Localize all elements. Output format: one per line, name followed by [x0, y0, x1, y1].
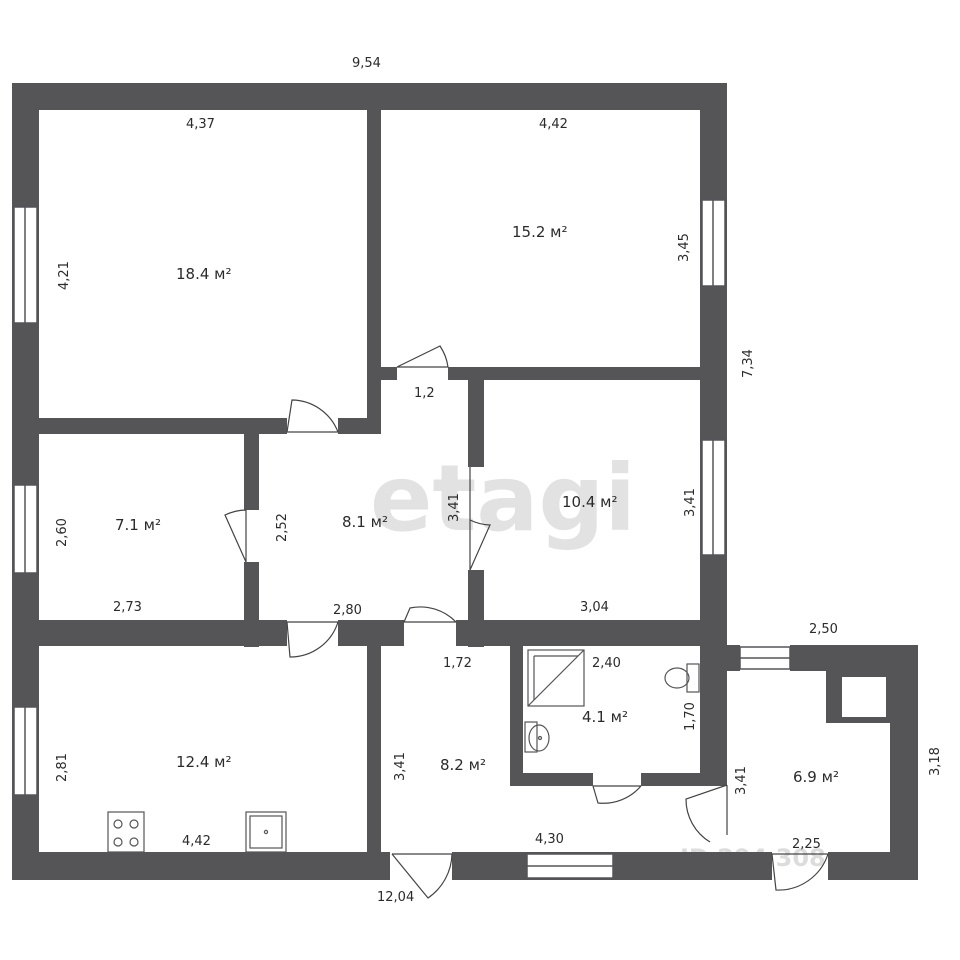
wall	[510, 773, 593, 786]
kitchen-sink	[245, 811, 287, 853]
overall-right-height: 7,34	[741, 349, 756, 378]
kitchen-height: 2,81	[55, 753, 70, 782]
corridor-top-width: 1,72	[443, 656, 472, 671]
door-entrance	[391, 853, 453, 899]
wall	[381, 367, 397, 380]
porch-cabinet	[842, 677, 886, 717]
room3-height: 2,60	[55, 518, 70, 547]
labels: 9,54 12,04 7,34 4,37 18.4 м² 4,21 4,42 1…	[55, 56, 943, 905]
hall-door-width: 1,2	[414, 386, 435, 401]
kitchen-area: 12.4 м²	[176, 753, 232, 771]
porch-area: 6.9 м²	[793, 768, 839, 786]
corridor-height: 3,41	[393, 752, 408, 781]
room2-height: 3,45	[677, 233, 692, 262]
room4-width: 3,04	[580, 600, 609, 615]
room1-width: 4,37	[186, 117, 215, 132]
hall-area: 8.1 м²	[342, 513, 388, 531]
porch-width-top: 2,50	[809, 622, 838, 637]
wall	[890, 645, 918, 880]
wall	[468, 367, 484, 467]
hall-height-right: 3,41	[447, 493, 462, 522]
overall-top-width: 9,54	[352, 56, 381, 71]
bathroom-area: 4.1 м²	[582, 708, 628, 726]
shower-cabin	[527, 649, 585, 707]
room2-area: 15.2 м²	[512, 223, 568, 241]
wall	[244, 418, 259, 510]
door-room4	[469, 467, 491, 571]
overall-bottom-width: 12,04	[377, 890, 414, 905]
room3-area: 7.1 м²	[115, 516, 161, 534]
sink	[524, 721, 550, 753]
wall	[367, 83, 381, 433]
corridor-area: 8.2 м²	[440, 756, 486, 774]
door-bath	[592, 785, 642, 804]
wall	[456, 620, 727, 646]
stove	[107, 811, 145, 853]
wall	[12, 852, 390, 880]
room1-area: 18.4 м²	[176, 265, 232, 283]
room3-width: 2,73	[113, 600, 142, 615]
wall	[367, 620, 381, 880]
door-room1	[286, 399, 339, 433]
wall	[700, 645, 727, 785]
door-porch-outer	[771, 853, 829, 891]
kitchen-width: 4,42	[182, 834, 211, 849]
bathroom-height: 1,70	[683, 702, 698, 731]
windows	[13, 199, 791, 879]
corridor-width: 4,30	[535, 832, 564, 847]
wall	[510, 620, 523, 786]
door-porch-inner	[685, 784, 728, 843]
door-kitchen	[286, 621, 339, 658]
hall-height-left: 2,52	[275, 513, 290, 542]
door-corridor	[403, 606, 457, 623]
door-room2	[396, 345, 449, 368]
bathroom-width: 2,40	[592, 656, 621, 671]
wall	[12, 620, 287, 646]
wall	[448, 367, 727, 380]
watermark-logo: etagi	[370, 445, 636, 552]
room2-width: 4,42	[539, 117, 568, 132]
porch-height-right: 3,18	[928, 747, 943, 776]
door-room3	[224, 509, 247, 563]
room4-height: 3,41	[683, 488, 698, 517]
room1-height: 4,21	[57, 261, 72, 290]
porch-width-bottom: 2,25	[792, 837, 821, 852]
wall	[12, 418, 287, 434]
doors	[224, 345, 829, 899]
porch-height-left: 3,41	[734, 766, 749, 795]
toilet	[664, 663, 700, 693]
hall-bottom-width: 2,80	[333, 603, 362, 618]
room4-area: 10.4 м²	[562, 493, 618, 511]
wall	[338, 418, 381, 434]
